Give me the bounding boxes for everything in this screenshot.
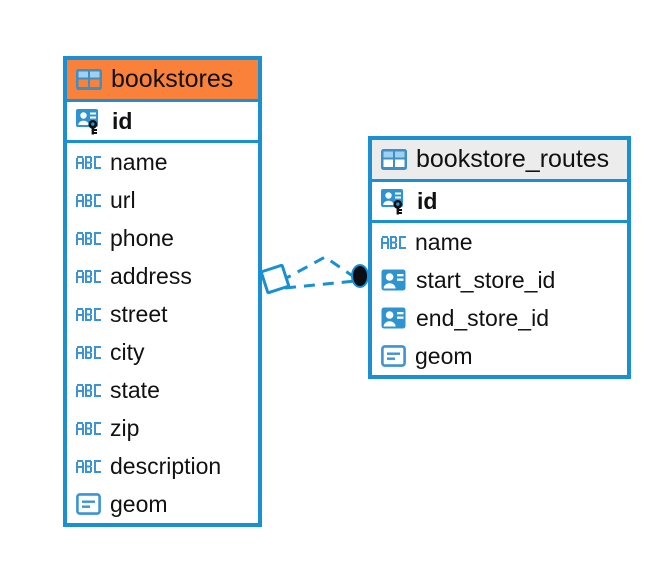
- string-type-icon: [76, 345, 101, 359]
- primary-key-icon: [76, 108, 103, 135]
- string-type-icon: [76, 269, 101, 283]
- attribute-row[interactable]: geom: [67, 485, 258, 523]
- entity-title: bookstore_routes: [416, 145, 610, 173]
- attribute-label: phone: [110, 224, 174, 251]
- attribute-label: street: [110, 300, 168, 327]
- attribute-label: start_store_id: [416, 266, 556, 293]
- entity-table-bookstore-routes[interactable]: bookstore_routes: [368, 136, 631, 379]
- attribute-row[interactable]: zip: [67, 409, 258, 447]
- attribute-row[interactable]: description: [67, 447, 258, 485]
- relationship-diamond-endpoint: [259, 263, 291, 295]
- string-type-icon: [76, 155, 101, 169]
- attribute-label: name: [415, 228, 473, 255]
- attribute-label: address: [110, 262, 192, 289]
- table-icon: [76, 69, 102, 90]
- attribute-label: geom: [110, 490, 168, 517]
- attribute-row[interactable]: address: [67, 257, 258, 295]
- attribute-label: id: [112, 107, 133, 134]
- string-type-icon: [76, 193, 101, 207]
- foreign-key-icon: [381, 306, 407, 330]
- relationship-line-upper: [280, 255, 358, 283]
- entity-header-bookstores[interactable]: bookstores: [67, 60, 258, 102]
- attribute-row[interactable]: phone: [67, 219, 258, 257]
- table-icon: [381, 149, 407, 170]
- string-type-icon: [76, 383, 101, 397]
- attribute-label: geom: [415, 342, 473, 369]
- attribute-label: description: [110, 452, 222, 479]
- attribute-label: end_store_id: [416, 304, 549, 331]
- attribute-row[interactable]: street: [67, 295, 258, 333]
- attribute-row[interactable]: geom: [372, 337, 627, 375]
- string-type-icon: [381, 235, 406, 249]
- primary-key-section: id: [372, 182, 627, 223]
- relationship-circle-endpoint: [351, 264, 369, 288]
- foreign-key-icon: [381, 268, 407, 292]
- attribute-section: name url phone address street city state zip des…: [67, 143, 258, 523]
- attribute-row[interactable]: start_store_id: [372, 261, 627, 299]
- attribute-label: state: [110, 376, 160, 403]
- attribute-row[interactable]: city: [67, 333, 258, 371]
- attribute-row[interactable]: name: [372, 223, 627, 261]
- geometry-type-icon: [381, 345, 406, 367]
- attribute-label: zip: [110, 414, 140, 441]
- attribute-row[interactable]: end_store_id: [372, 299, 627, 337]
- entity-header-bookstore-routes[interactable]: bookstore_routes: [372, 140, 627, 182]
- entity-table-bookstores[interactable]: bookstores: [63, 56, 262, 527]
- attribute-label: url: [110, 186, 136, 213]
- attribute-row[interactable]: state: [67, 371, 258, 409]
- entity-title: bookstores: [111, 65, 234, 93]
- attribute-row-id[interactable]: id: [67, 102, 258, 140]
- attribute-label: id: [417, 187, 438, 214]
- primary-key-section: id: [67, 102, 258, 143]
- attribute-label: city: [110, 338, 145, 365]
- string-type-icon: [76, 459, 101, 473]
- attribute-row[interactable]: name: [67, 143, 258, 181]
- string-type-icon: [76, 421, 101, 435]
- geometry-type-icon: [76, 493, 101, 515]
- attribute-row-id[interactable]: id: [372, 182, 627, 220]
- relationship-line-lower: [284, 279, 356, 290]
- attribute-row[interactable]: url: [67, 181, 258, 219]
- attribute-label: name: [110, 148, 168, 175]
- string-type-icon: [76, 307, 101, 321]
- primary-key-icon: [381, 188, 408, 215]
- string-type-icon: [76, 231, 101, 245]
